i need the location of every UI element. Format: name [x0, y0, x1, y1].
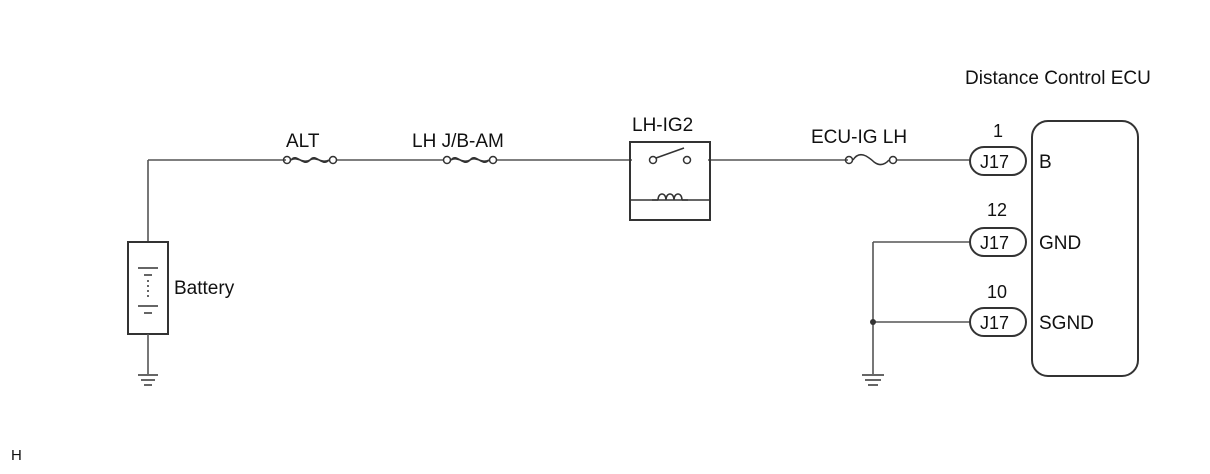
alt-fuse — [282, 155, 338, 165]
connector-shell — [969, 307, 1027, 337]
battery-symbol — [127, 241, 169, 374]
connector-id: J17 — [980, 313, 1009, 333]
corner-mark: H — [11, 447, 22, 464]
battery-label: Battery — [174, 278, 235, 299]
relay-box — [629, 141, 711, 221]
terminal-label: GND — [1039, 233, 1081, 254]
connector-id: J17 — [980, 233, 1009, 253]
ecu-ground-icon — [862, 374, 884, 386]
connector-shell — [969, 146, 1027, 176]
terminal-label: B — [1039, 152, 1052, 173]
ecu-title: Distance Control ECU — [965, 68, 1151, 89]
relay-label: LH-IG2 — [632, 115, 693, 136]
connector-id: J17 — [980, 152, 1009, 172]
alt-fuse-label: ALT — [286, 131, 320, 152]
terminal-label: SGND — [1039, 313, 1094, 334]
connector-shell — [969, 227, 1027, 257]
connector-pin-number: 1 — [993, 121, 1003, 141]
power-wire — [147, 159, 970, 242]
ecu-ig-lh-fuse-label: ECU-IG LH — [811, 127, 907, 148]
connector-pin-number: 10 — [987, 282, 1007, 302]
battery-ground-icon — [138, 374, 158, 386]
lh-jb-am-fuse-label: LH J/B-AM — [412, 131, 504, 152]
ground-wires — [870, 241, 970, 374]
ecu-ig-lh-fuse — [844, 153, 898, 166]
connector-pin-number: 12 — [987, 200, 1007, 220]
lh-jb-am-fuse — [442, 155, 498, 165]
ecu-box — [1031, 120, 1139, 377]
